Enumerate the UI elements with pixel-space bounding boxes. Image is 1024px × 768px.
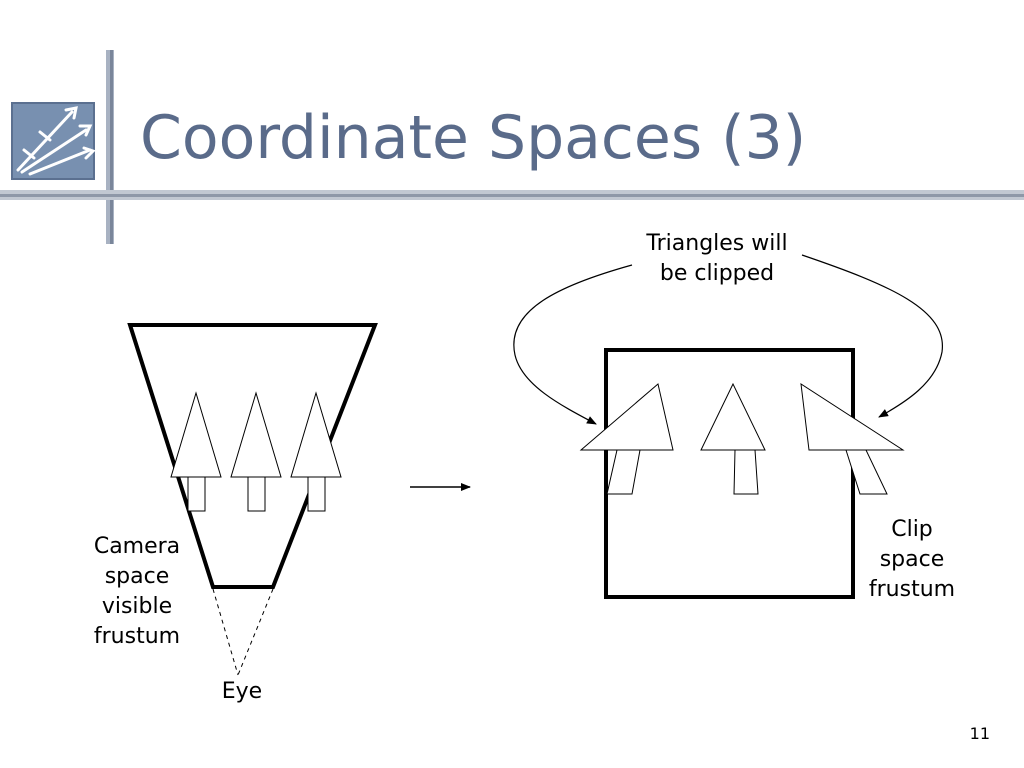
clip-frustum-label: Clip space frustum <box>868 517 956 602</box>
clip-space-frustum <box>604 348 855 599</box>
arrows-logo-icon <box>11 102 96 180</box>
clip-callout-arrow-right <box>801 254 943 418</box>
triangles-clipped-label: Triangles will be clipped <box>646 231 788 286</box>
camera-space-tree <box>230 391 282 512</box>
eye-label: Eye <box>221 679 263 704</box>
clip-space-tree-center <box>700 382 766 495</box>
camera-space-tree <box>170 391 222 512</box>
clip-space-tree-left <box>579 383 674 495</box>
clip-space-tree-right <box>800 383 905 495</box>
camera-space-tree <box>290 391 342 512</box>
slide-number: 11 <box>969 724 990 743</box>
slide-title: Coordinate Spaces (3) <box>140 103 807 173</box>
eye-sight-lines <box>212 588 274 676</box>
camera-space-frustum <box>127 323 378 589</box>
header-horizontal-rule <box>0 190 1024 200</box>
header-vertical-bar <box>106 50 114 244</box>
clip-callout-arrow-left <box>513 264 633 425</box>
camera-frustum-label: Camera space visible frustum <box>93 534 181 649</box>
